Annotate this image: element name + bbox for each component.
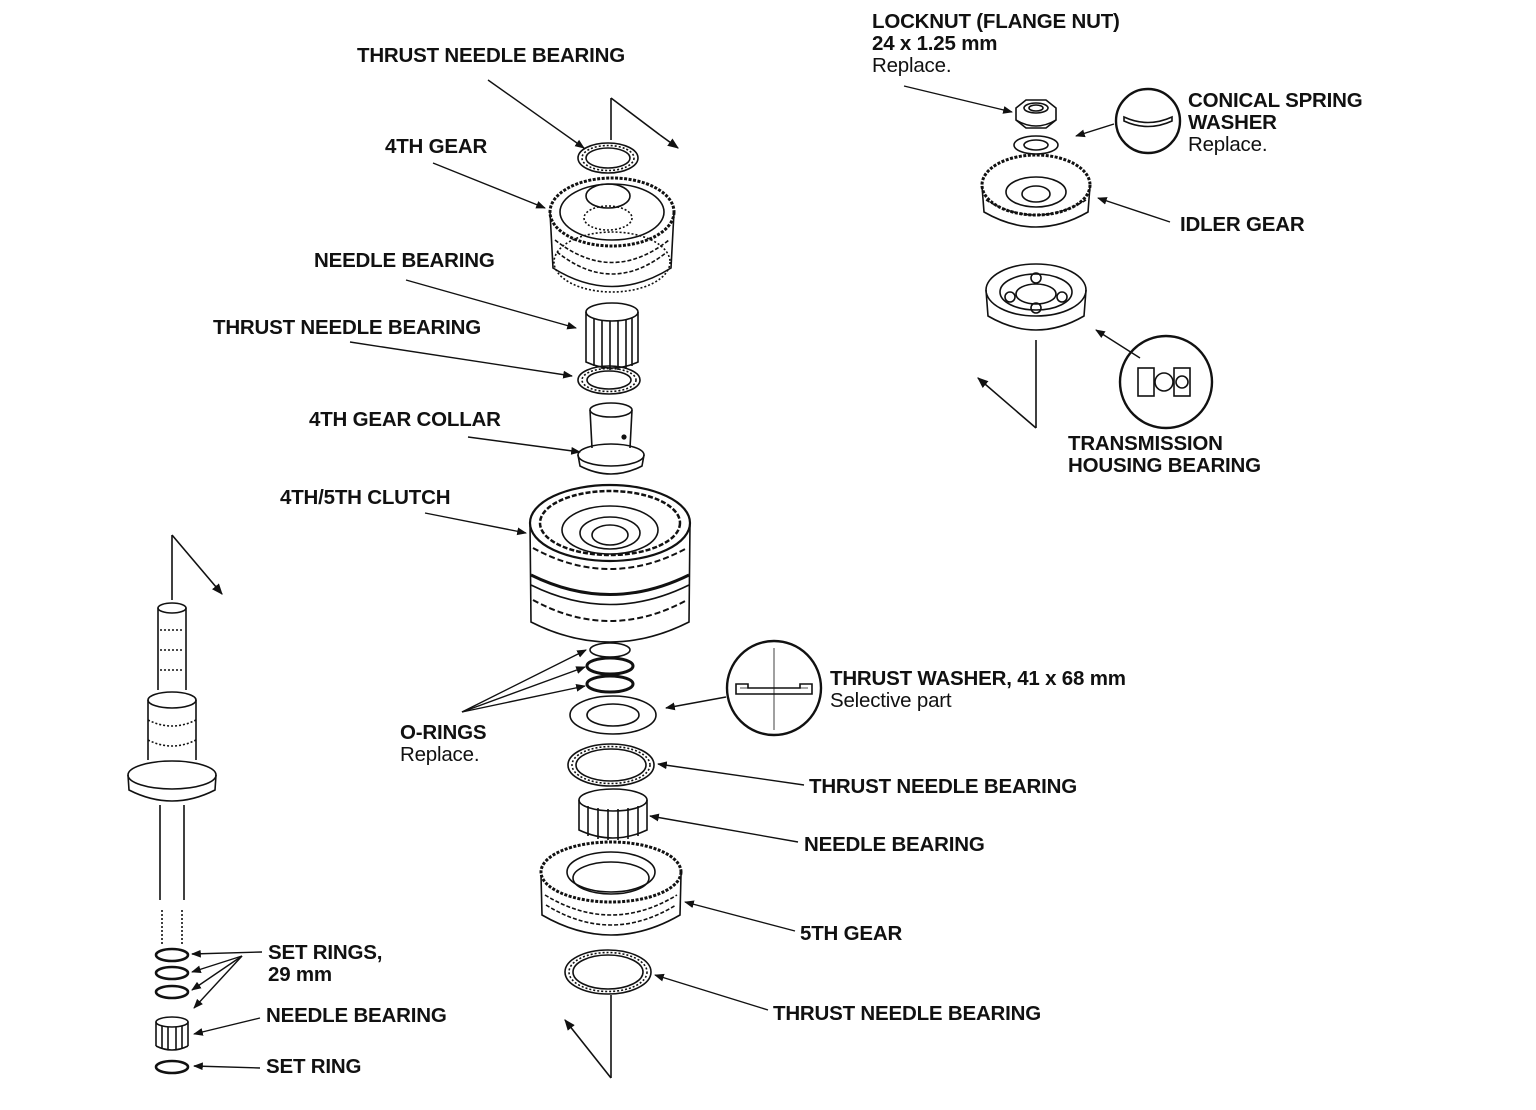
locknut-line1: LOCKNUT (FLANGE NUT) bbox=[872, 10, 1120, 33]
thrust-washer-title: THRUST WASHER, 41 x 68 mm bbox=[830, 667, 1126, 690]
idler-gear-part bbox=[980, 153, 1092, 228]
label-fourth-gear: 4TH GEAR bbox=[385, 135, 488, 158]
shaft-needle-bearing-part bbox=[155, 1016, 189, 1051]
leader-arrows-main bbox=[349, 79, 805, 1011]
label-o-rings: O-RINGS Replace. bbox=[400, 722, 486, 766]
fourth-gear-collar-part bbox=[577, 402, 645, 475]
clutch-drum-part bbox=[528, 483, 692, 643]
label-fifth-gear: 5TH GEAR bbox=[800, 922, 903, 945]
thrust-needle-bearing-3-part bbox=[567, 743, 655, 787]
label-fourth-gear-collar: 4TH GEAR COLLAR bbox=[309, 408, 501, 431]
label-thrust-needle-bearing-bottom: THRUST NEEDLE BEARING bbox=[773, 1002, 1042, 1025]
label-set-ring: SET RING bbox=[266, 1055, 362, 1078]
label-thrust-needle-bearing-3: THRUST NEEDLE BEARING bbox=[809, 775, 1078, 798]
fourth-gear-part bbox=[548, 176, 676, 293]
label-needle-bearing-lower: NEEDLE BEARING bbox=[804, 833, 985, 856]
needle-bearing-upper-part bbox=[585, 302, 639, 370]
locknut-note: Replace. bbox=[872, 54, 952, 77]
axis-line-bottom bbox=[564, 995, 612, 1079]
left-axis-guide bbox=[171, 534, 223, 600]
label-thrust-needle-bearing-top: THRUST NEEDLE BEARING bbox=[357, 44, 626, 67]
thrust-washer-note: Selective part bbox=[830, 689, 952, 712]
set-rings-line2: 29 mm bbox=[268, 963, 332, 986]
label-clutch: 4TH/5TH CLUTCH bbox=[280, 486, 451, 509]
housing-bearing-detail bbox=[1118, 334, 1214, 430]
conical-line2: WASHER bbox=[1188, 111, 1277, 134]
conical-washer-detail bbox=[1114, 87, 1182, 155]
conical-spring-washer-part bbox=[1013, 135, 1059, 155]
fifth-gear-part bbox=[539, 840, 683, 936]
thrust-needle-bearing-2-part bbox=[577, 365, 641, 395]
thrust-needle-bearing-bottom-part bbox=[564, 949, 652, 995]
housing-line1: TRANSMISSION bbox=[1068, 432, 1223, 455]
o-rings-part bbox=[585, 642, 635, 694]
locknut-line2: 24 x 1.25 mm bbox=[872, 32, 998, 55]
locknut-part bbox=[1015, 99, 1057, 129]
thrust-needle-bearing-top-part bbox=[577, 142, 639, 174]
conical-note: Replace. bbox=[1188, 133, 1268, 156]
conical-line1: CONICAL SPRING bbox=[1188, 89, 1363, 112]
leader-arrows-left bbox=[191, 949, 263, 1071]
set-rings-part bbox=[154, 947, 190, 1075]
leader-arrows-right bbox=[903, 85, 1171, 359]
label-set-rings: SET RINGS, 29 mm bbox=[268, 942, 382, 986]
label-needle-bearing-upper: NEEDLE BEARING bbox=[314, 249, 495, 272]
housing-line2: HOUSING BEARING bbox=[1068, 454, 1261, 477]
label-conical-spring-washer: CONICAL SPRING WASHER Replace. bbox=[1188, 90, 1363, 156]
o-rings-note: Replace. bbox=[400, 743, 480, 766]
right-axis-guide bbox=[977, 340, 1037, 429]
mainshaft-part bbox=[127, 602, 217, 945]
transmission-housing-bearing-part bbox=[985, 263, 1087, 331]
label-thrust-needle-bearing-2: THRUST NEEDLE BEARING bbox=[213, 316, 482, 339]
needle-bearing-lower-part bbox=[578, 788, 648, 840]
thrust-washer-detail bbox=[725, 639, 823, 737]
thrust-washer-part bbox=[569, 695, 657, 735]
label-thrust-washer: THRUST WASHER, 41 x 68 mm Selective part bbox=[830, 668, 1126, 712]
label-shaft-needle-bearing: NEEDLE BEARING bbox=[266, 1004, 447, 1027]
label-locknut: LOCKNUT (FLANGE NUT) 24 x 1.25 mm Replac… bbox=[872, 11, 1120, 77]
label-transmission-housing-bearing: TRANSMISSION HOUSING BEARING bbox=[1068, 433, 1261, 477]
axis-line-top bbox=[610, 97, 679, 149]
o-rings-title: O-RINGS bbox=[400, 721, 487, 744]
label-idler-gear: IDLER GEAR bbox=[1180, 213, 1305, 236]
set-rings-line1: SET RINGS, bbox=[268, 941, 383, 964]
